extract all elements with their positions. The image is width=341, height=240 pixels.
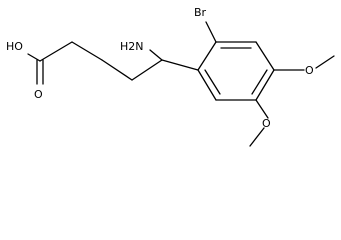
ring-inner-double-2 xyxy=(251,69,268,95)
upper-methoxy-oxygen-label: O xyxy=(305,64,314,77)
bond-c5-to-amine xyxy=(149,49,163,61)
bond-carboxyl-to-c2 xyxy=(39,41,73,62)
bond-c3-to-c4 xyxy=(101,59,133,81)
aliphatic-chain-bonds xyxy=(27,41,199,85)
bond-lower-methoxy-o-to-methyl xyxy=(249,127,265,147)
ring-bond-1 xyxy=(197,41,217,71)
ring-inner-double-3 xyxy=(204,69,221,95)
bond-ring-to-lower-methoxy-o xyxy=(255,99,269,119)
bond-oh-to-carboxyl-carbon xyxy=(27,53,41,62)
bond-ring-to-bromine xyxy=(205,21,217,43)
ring-substituent-bonds xyxy=(205,21,335,147)
bromine-label: Br xyxy=(194,6,207,19)
ring-bond-4 xyxy=(255,69,275,101)
bond-c2-to-c3 xyxy=(71,41,103,61)
bond-c4-to-c5 xyxy=(131,59,163,81)
amine-label: H2N xyxy=(120,40,144,53)
carbonyl-oxygen-label: O xyxy=(34,88,43,101)
bond-c5-to-ring xyxy=(161,59,199,71)
hydroxyl-label: HO xyxy=(6,40,23,53)
ring-bond-6 xyxy=(197,69,217,101)
atom-labels: HO O H2N Br O O xyxy=(6,6,314,130)
benzene-ring xyxy=(197,41,275,101)
chemical-structure-diagram: HO O H2N Br O O xyxy=(6,6,335,147)
lower-methoxy-oxygen-label: O xyxy=(262,117,271,130)
ring-bond-3 xyxy=(255,41,275,71)
bond-upper-methoxy-o-to-methyl xyxy=(315,55,335,69)
